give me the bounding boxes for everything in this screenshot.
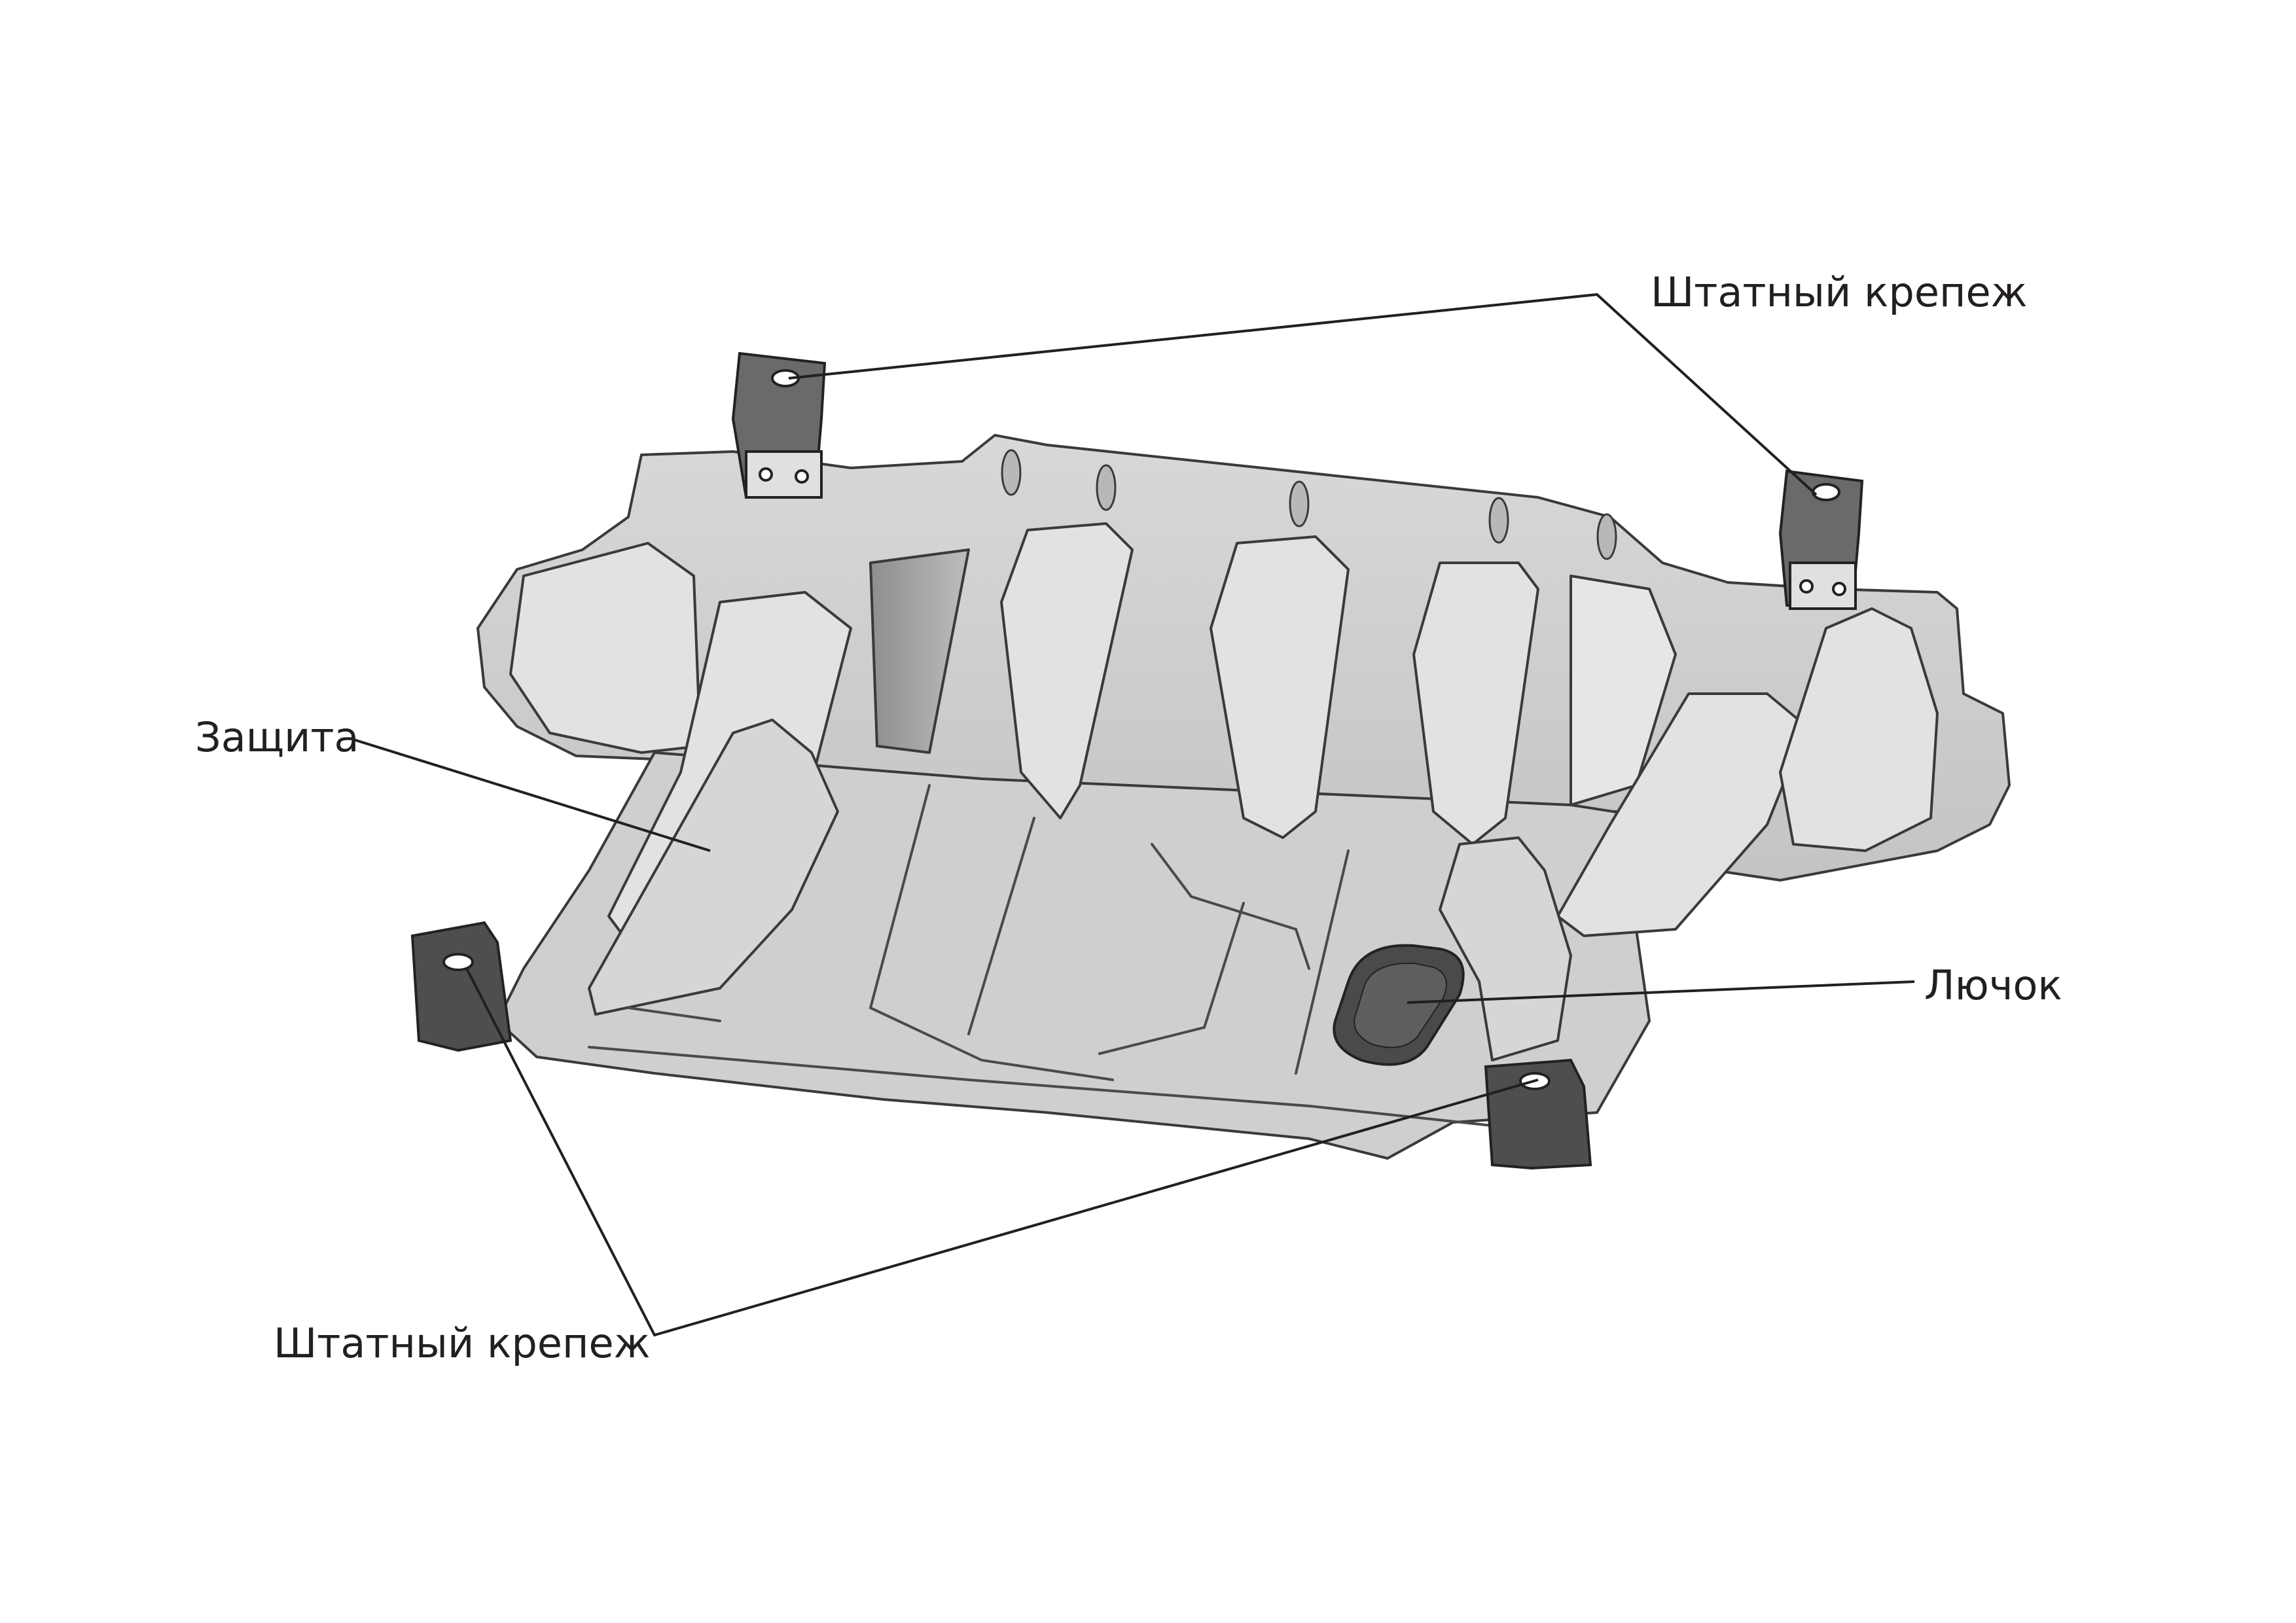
rib-left-inner — [588, 719, 839, 1016]
rib-right-inner — [1439, 836, 1572, 1061]
bracket-top-left — [731, 351, 827, 499]
label-hatch: Лючок — [1924, 961, 2062, 1009]
plate-floor-grooves — [588, 784, 1494, 1127]
bracket-top-right — [1778, 469, 1864, 611]
access-hatch — [1333, 944, 1465, 1066]
plate-ribs — [509, 522, 1939, 1061]
leader-hatch — [1407, 980, 1915, 1004]
plate-inner-wall-right — [1570, 575, 1677, 806]
label-top-fastener: Штатный крепеж — [1651, 268, 2028, 316]
rib-right-outer — [1779, 607, 1939, 852]
plate-dimples — [1001, 449, 1617, 560]
bracket-bottom-left — [410, 921, 512, 1052]
plate-inner-wall-left — [869, 548, 970, 754]
leader-bottom — [465, 967, 1539, 1337]
rib-center-3 — [1412, 562, 1539, 846]
rib-left-outer — [509, 542, 702, 754]
rib-right-long — [1556, 692, 1808, 937]
label-bottom-fastener: Штатный крепеж — [274, 1319, 651, 1367]
leader-shield — [353, 738, 711, 852]
rib-center-2 — [1210, 535, 1350, 839]
leader-lines — [353, 293, 1915, 1337]
label-shield: Защита — [195, 713, 359, 761]
bracket-bottom-right — [1484, 1058, 1592, 1170]
leader-top — [788, 293, 1818, 496]
rib-center-1 — [1000, 522, 1134, 819]
